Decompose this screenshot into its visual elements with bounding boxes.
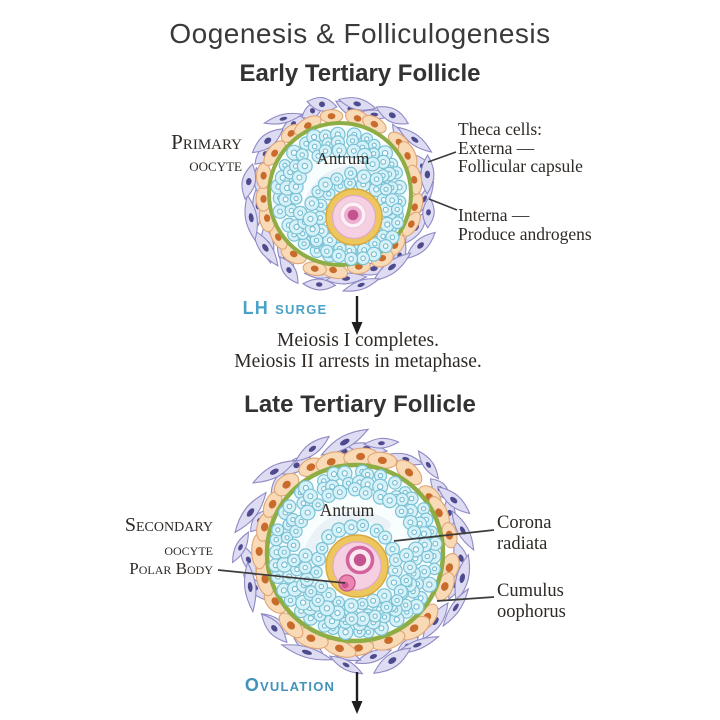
theca-cells-label: Theca cells: Externa — Follicular capsul…	[458, 120, 583, 176]
corona-radiata-label: Corona radiata	[497, 513, 551, 555]
theca-cells-title: Theca cells:	[458, 119, 543, 139]
meiosis-line1: Meiosis I completes.	[277, 330, 439, 351]
cumulus-line2: oophorus	[497, 602, 566, 622]
meiosis-line2: Meiosis II arrests in metaphase.	[234, 351, 482, 372]
primary-oocyte-line1: Primary	[171, 130, 242, 154]
theca-interna-label: Interna — Produce androgens	[458, 206, 592, 243]
meiosis-note: Meiosis I completes. Meiosis II arrests …	[0, 330, 716, 372]
secondary-oocyte-label: Secondary oocyte Polar Body	[124, 514, 213, 578]
cumulus-oophorus-label: Cumulus oophorus	[497, 581, 566, 623]
corona-line2: radiata	[497, 534, 548, 554]
late-follicle-heading: Late Tertiary Follicle	[244, 391, 476, 418]
antrum-label-early: Antrum	[316, 149, 370, 168]
lh-surge-label: LH surge	[242, 298, 328, 318]
page-title: Oogenesis & Folliculogenesis	[169, 18, 551, 49]
ovulation-label: Ovulation	[244, 675, 336, 695]
primary-oocyte-line2: oocyte	[189, 154, 242, 175]
theca-interna-line: Interna —	[458, 205, 530, 225]
early-follicle-heading: Early Tertiary Follicle	[239, 60, 481, 87]
polar-body-label: Polar Body	[129, 558, 213, 578]
theca-externa-desc: Follicular capsule	[458, 156, 583, 176]
late-follicle-illustration	[232, 428, 475, 675]
antrum-label-late: Antrum	[319, 500, 375, 520]
early-follicle-illustration	[241, 96, 436, 292]
secondary-oocyte-line2: oocyte	[164, 539, 213, 559]
corona-line1: Corona	[497, 513, 552, 533]
theca-interna-desc: Produce androgens	[458, 223, 592, 244]
primary-oocyte-label: Primary oocyte	[171, 131, 242, 175]
secondary-oocyte-line1: Secondary	[124, 514, 213, 536]
theca-externa-line: Externa —	[458, 137, 535, 158]
cumulus-line1: Cumulus	[497, 581, 564, 601]
